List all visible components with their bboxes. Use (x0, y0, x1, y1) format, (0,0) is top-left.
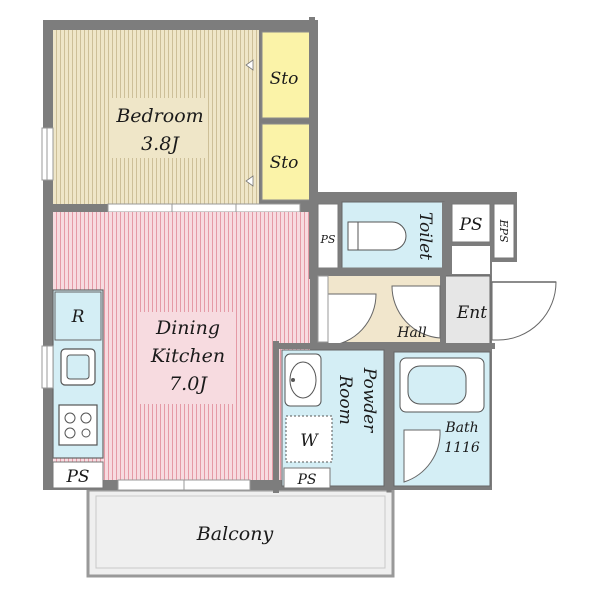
hall-label: Hall (396, 325, 427, 341)
dining-label: Dining (155, 317, 220, 339)
storage-bottom-label: Sto (270, 153, 299, 173)
dining-kitchen-size: 7.0J (169, 373, 208, 395)
stove-icon (58, 404, 98, 446)
storage-top-label: Sto (270, 69, 299, 89)
entrance-label: Ent (456, 303, 487, 323)
toilet-label: Toilet (415, 212, 435, 260)
entrance-door (491, 281, 557, 341)
balcony-area (86, 488, 395, 578)
entrance-area (443, 275, 491, 345)
balcony-label: Balcony (196, 523, 274, 545)
ps-left-bottom (52, 461, 104, 489)
kitchen-label: Kitchen (150, 345, 225, 367)
bath-label: Bath (444, 420, 478, 436)
washer-label: W (300, 431, 319, 451)
bedroom-size: 3.8J (141, 133, 180, 155)
eps-label: EPS (497, 219, 510, 243)
ps-small-label: PS (320, 233, 336, 246)
bedroom-label: Bedroom (115, 105, 203, 127)
refrigerator-label: R (71, 307, 85, 327)
refrigerator (54, 291, 102, 341)
ps-center-bottom (283, 467, 331, 489)
ps-right (451, 203, 491, 243)
washer-box (285, 415, 333, 463)
storage-bottom (261, 123, 311, 201)
toilet-icon (347, 221, 359, 251)
ps-center-bottom-label: PS (296, 472, 316, 488)
eps-box (493, 203, 515, 259)
room-label: Room (335, 374, 355, 424)
powder-label: Powder (359, 367, 379, 433)
ps-left-bottom-label: PS (65, 467, 89, 487)
ps-right-label: PS (458, 215, 482, 235)
bath-size: 1116 (444, 440, 480, 456)
